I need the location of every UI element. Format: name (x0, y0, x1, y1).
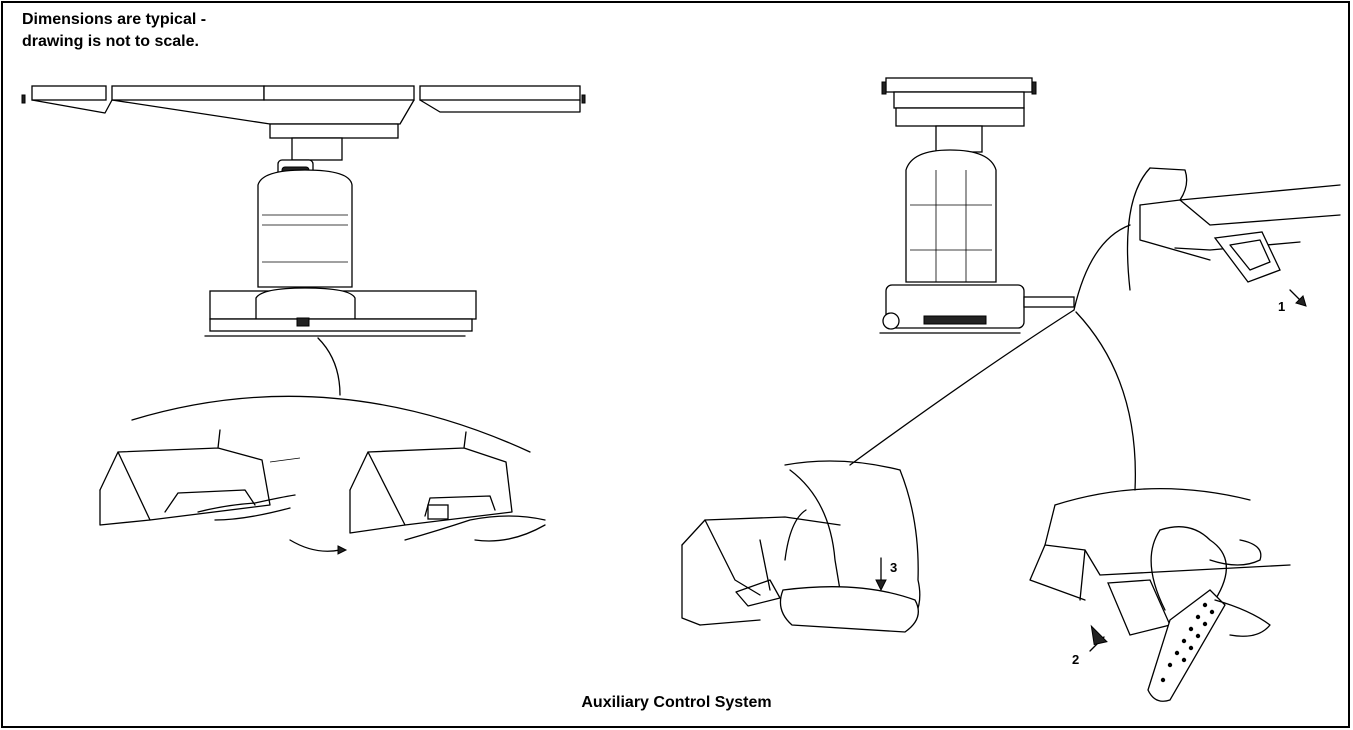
hand-pendant (1147, 589, 1226, 702)
step-2-label: 2 (1072, 652, 1079, 667)
rail-end-left (21, 94, 26, 104)
callout-arc-left (131, 395, 531, 453)
caster (882, 312, 900, 330)
end-column-neck (935, 125, 983, 153)
top-plate (885, 77, 1033, 93)
pendant-connect-detail (1029, 487, 1291, 702)
column-neck (291, 137, 343, 161)
base-skirt (209, 318, 473, 332)
callout-to-detail-2 (1075, 311, 1137, 491)
extended-drawer (427, 504, 449, 520)
callout-line-left (317, 337, 341, 396)
arrow-1-head (1295, 295, 1307, 307)
callout-to-detail-3 (849, 309, 1075, 466)
drawer-closed-detail (99, 429, 301, 526)
aux-drawer-out (1023, 296, 1075, 308)
sub-frame (895, 107, 1025, 127)
head-section (31, 85, 107, 101)
frame-underside (111, 99, 415, 125)
table-end-view (879, 77, 1075, 334)
end-column-body (905, 149, 997, 283)
receptacle (1107, 579, 1171, 636)
scale-note-line-2: drawing is not to scale. (22, 33, 199, 50)
table-side-view (21, 85, 586, 396)
drawer-pull-detail (1126, 167, 1341, 291)
head-hinge (31, 99, 113, 114)
motion-arrow (289, 539, 341, 552)
column-cap (269, 123, 399, 139)
leg-underside (419, 99, 581, 113)
figure-caption: Auxiliary Control System (581, 694, 772, 711)
scale-note-line-1: Dimensions are typical - (22, 11, 207, 28)
rail-end-right (581, 94, 586, 104)
callout-to-detail-1 (1073, 224, 1131, 311)
boot-sole (779, 586, 919, 633)
step-3-label: 3 (890, 560, 897, 575)
arrow-2-head (1090, 624, 1108, 646)
base-hood (255, 287, 356, 320)
end-base-panel (923, 315, 987, 325)
motion-arrowhead (337, 545, 348, 555)
back-section (111, 85, 265, 101)
leg-section (419, 85, 581, 101)
scale-note: Dimensions are typical - drawing is not … (22, 9, 206, 53)
aux-drawer-marker (296, 317, 310, 327)
column-body (257, 169, 353, 288)
drawer-tray (1213, 231, 1281, 283)
drawer-open-detail (349, 431, 546, 542)
rail-block (893, 91, 1025, 109)
foot-press-detail (681, 460, 921, 633)
step-1-label: 1 (1278, 299, 1285, 314)
arrow-3-head (875, 579, 887, 592)
seat-section (263, 85, 415, 101)
